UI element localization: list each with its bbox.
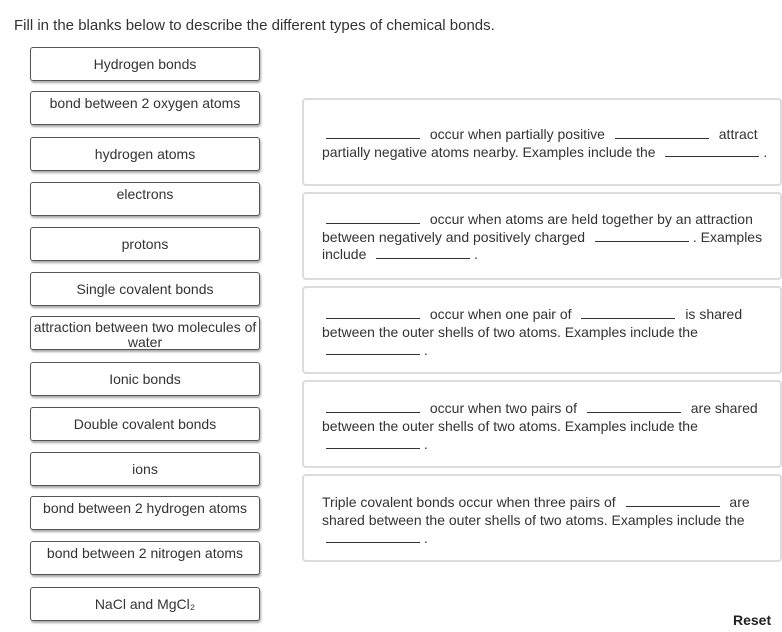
drop-blank[interactable]: [625, 494, 720, 507]
sentence-text: are: [729, 494, 750, 510]
sentence-text: between negatively and positively charge…: [322, 229, 586, 245]
sentence-text: shared between the outer shells of two a…: [322, 512, 745, 528]
reset-button[interactable]: Reset: [733, 612, 772, 628]
sentence-card-double-covalent: occur when two pairs of are shared betwe…: [302, 380, 782, 468]
drop-blank[interactable]: [326, 342, 420, 355]
sentence-text: . Examples: [692, 229, 763, 245]
sentence-card-single-covalent: occur when one pair of is shared between…: [302, 286, 782, 374]
drop-blank[interactable]: [326, 306, 420, 319]
drop-blank[interactable]: [326, 436, 420, 449]
sentence-text: occur when one pair of: [429, 306, 572, 322]
answer-chip[interactable]: electrons: [30, 182, 260, 216]
answer-chip[interactable]: Ionic bonds: [30, 362, 260, 396]
sentence-text: .: [423, 530, 428, 546]
sentence-card-hydrogen-bonds: occur when partially positive attract pa…: [302, 98, 782, 186]
drop-blank[interactable]: [586, 400, 681, 413]
answer-chip[interactable]: hydrogen atoms: [30, 137, 260, 171]
sentence-text: partially negative atoms nearby. Example…: [322, 144, 656, 160]
sentence-card-triple-covalent: Triple covalent bonds occur when three p…: [302, 474, 782, 562]
sentence-text: occur when atoms are held together by an…: [429, 211, 753, 227]
sentence-text: between the outer shells of two atoms. E…: [322, 418, 698, 434]
drop-blank[interactable]: [665, 144, 760, 157]
answer-chip[interactable]: NaCl and MgCl₂: [30, 587, 260, 621]
sentence-text: .: [423, 436, 428, 452]
answer-chip[interactable]: ions: [30, 452, 260, 486]
sentence-text: include: [322, 246, 367, 262]
sentence-text: .: [763, 144, 768, 160]
sentence-text: are shared: [690, 400, 758, 416]
drop-blank[interactable]: [326, 400, 420, 413]
drop-blank[interactable]: [594, 229, 689, 242]
answer-chip[interactable]: attraction between two molecules of wate…: [30, 316, 260, 350]
sentence-text: attract: [718, 126, 758, 142]
answer-chip[interactable]: bond between 2 nitrogen atoms: [30, 541, 260, 575]
answer-chip[interactable]: Hydrogen bonds: [30, 47, 260, 81]
answer-chip[interactable]: bond between 2 oxygen atoms: [30, 91, 260, 125]
sentence-text: occur when partially positive: [429, 126, 605, 142]
drop-blank[interactable]: [614, 126, 709, 139]
sentence-text: between the outer shells of two atoms. E…: [322, 324, 698, 340]
sentence-text: Triple covalent bonds occur when three p…: [322, 494, 616, 510]
answer-chip[interactable]: Double covalent bonds: [30, 407, 260, 441]
drop-blank[interactable]: [326, 126, 420, 139]
sentence-text: occur when two pairs of: [429, 400, 577, 416]
drop-blank[interactable]: [326, 211, 420, 224]
sentence-text: is shared: [685, 306, 743, 322]
answer-chip[interactable]: Single covalent bonds: [30, 272, 260, 306]
sentence-card-ionic-bonds: occur when atoms are held together by an…: [302, 192, 782, 280]
drop-blank[interactable]: [581, 306, 676, 319]
answer-chip[interactable]: bond between 2 hydrogen atoms: [30, 496, 260, 530]
drop-blank[interactable]: [326, 530, 420, 543]
sentence-text: .: [423, 342, 428, 358]
instructions: Fill in the blanks below to describe the…: [14, 17, 495, 34]
sentence-text: .: [474, 246, 479, 262]
answer-chip[interactable]: protons: [30, 227, 260, 261]
drop-blank[interactable]: [376, 246, 471, 259]
